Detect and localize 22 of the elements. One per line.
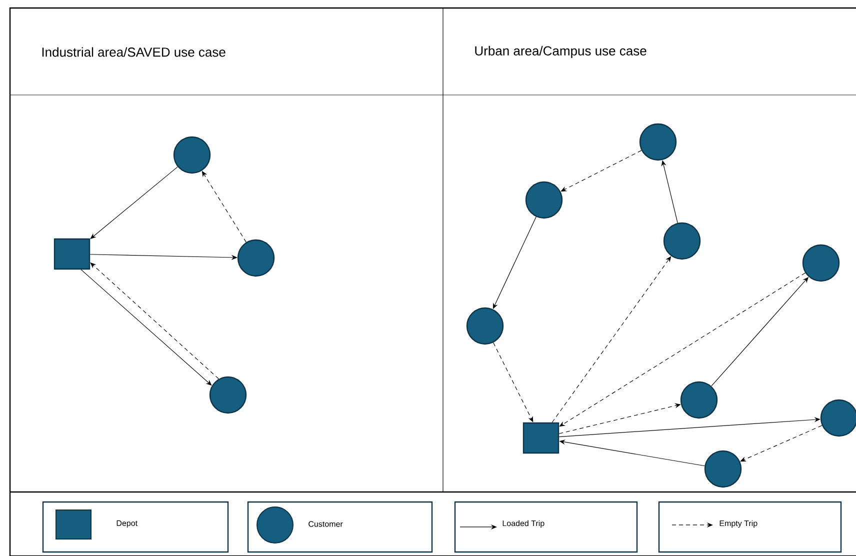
legend-label: Depot [116, 520, 138, 528]
panel-title: Urban area/Campus use case [475, 46, 646, 58]
customer-circle [466, 307, 504, 345]
customer-circle [820, 399, 856, 437]
customer-circle [525, 181, 563, 219]
depot-square [522, 422, 560, 454]
customer-circle [802, 244, 840, 282]
customer-circle [237, 239, 275, 277]
customer-circle [680, 381, 718, 419]
legend-label: Empty Trip [720, 520, 758, 528]
panel-title: Industrial area/SAVED use case [42, 47, 226, 57]
customer-circle [173, 136, 211, 174]
legend-label: Customer [308, 521, 343, 527]
arrow [559, 272, 806, 427]
customer-circle [704, 450, 742, 488]
arrow [740, 425, 822, 462]
customer-circle [639, 123, 677, 161]
arrow [552, 256, 672, 423]
customer-circle [663, 222, 701, 260]
customer-circle [209, 376, 247, 414]
legend-label: Loaded Trip [502, 520, 544, 528]
depot-square [54, 238, 90, 270]
